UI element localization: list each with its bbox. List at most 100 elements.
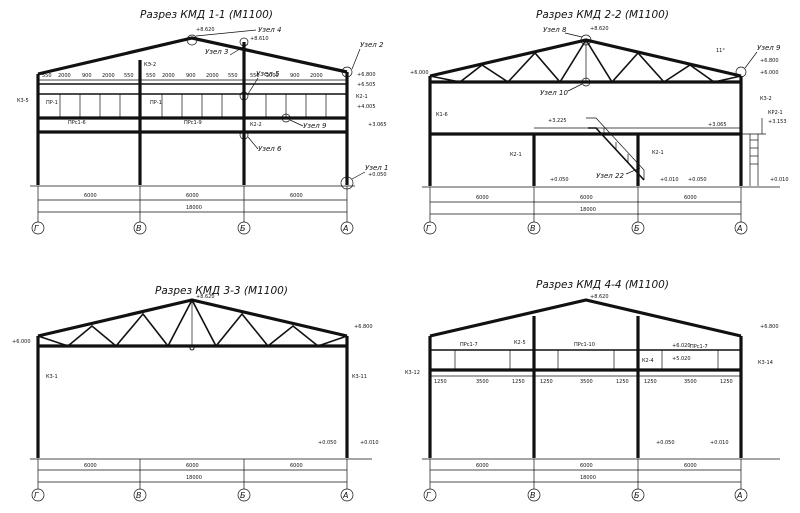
elevation-mark: +6.800	[354, 324, 373, 330]
member-mark: К2-1	[356, 94, 368, 100]
splice-mark	[189, 345, 195, 351]
truss-top-chord	[429, 38, 742, 78]
svg-text:В: В	[136, 491, 142, 500]
svg-text:Б: Б	[634, 491, 640, 500]
node-circle-3	[239, 37, 249, 47]
svg-text:3500: 3500	[580, 379, 593, 385]
member-mark: КР2-1	[768, 110, 783, 116]
svg-text:Г: Г	[426, 224, 431, 233]
axis-bubbles: Г В Б А	[423, 488, 748, 502]
top-dims: 550 2000 900 2000 550 550 2000 900 2000 …	[42, 73, 323, 79]
section-4-4: Разрез КМД 4-4 (М1100) +8.620 +6.800 +6.…	[405, 279, 780, 502]
axis-leaders	[37, 186, 348, 222]
elevation-mark: +8.610	[250, 36, 269, 42]
section-4-4-title: Разрез КМД 4-4 (М1100)	[536, 279, 669, 291]
svg-text:900: 900	[186, 73, 196, 79]
node-circle-10	[581, 77, 591, 87]
elevation-mark: +0.050	[368, 172, 387, 178]
span-dim: 6000	[84, 193, 97, 199]
member-mark: К3-5	[17, 98, 29, 104]
svg-text:1250: 1250	[644, 379, 657, 385]
node-label: Узел 9	[303, 122, 327, 130]
span-dim: 6000	[580, 463, 593, 469]
member-mark: К3-14	[758, 360, 773, 366]
member-mark: ПР-1	[150, 100, 162, 106]
roof-rafter	[429, 298, 742, 338]
elevation-mark: +0.010	[660, 177, 679, 183]
axis-bubbles: Г В Б А	[31, 488, 354, 502]
member-mark: ПРс1-7	[460, 342, 478, 348]
svg-text:А: А	[736, 224, 742, 233]
elevation-mark: +3.065	[708, 122, 727, 128]
svg-text:2000: 2000	[206, 73, 219, 79]
elevation-mark: +8.620	[196, 27, 215, 33]
window-posts	[59, 94, 327, 118]
svg-text:550: 550	[124, 73, 134, 79]
svg-text:550: 550	[42, 73, 52, 79]
axis-leaders	[429, 459, 742, 489]
span-dim: 6000	[580, 195, 593, 201]
member-mark: К1-6	[436, 112, 448, 118]
member-mark: ПРс1-7	[690, 344, 708, 350]
axis-bubbles: Г В Б А	[31, 221, 354, 235]
section-3-3: Разрез КМД 3-3 (М1100) +8.620 +6.000 +6.…	[12, 285, 379, 502]
elevation-mark: +0.050	[688, 177, 707, 183]
node-circle-6	[239, 130, 249, 140]
svg-text:550: 550	[146, 73, 156, 79]
member-mark: К2-1	[652, 150, 664, 156]
svg-text:Б: Б	[240, 224, 246, 233]
node-label: Узел 8	[543, 26, 567, 34]
member-mark: ПРс1-9	[184, 120, 202, 126]
svg-text:1250: 1250	[720, 379, 733, 385]
elevation-mark: +6.800	[357, 72, 376, 78]
span-dim: 6000	[290, 193, 303, 199]
svg-text:3500: 3500	[684, 379, 697, 385]
svg-text:1250: 1250	[540, 379, 553, 385]
elevation-mark: +5.020	[672, 356, 691, 362]
span-dim: 6000	[186, 463, 199, 469]
node-label: Узел 9	[757, 44, 781, 52]
roof-angle: 11°	[716, 48, 725, 54]
axis-bubbles: Г В Б А	[423, 221, 748, 235]
stair-posts	[603, 128, 629, 162]
elevation-mark: +4.005	[357, 104, 376, 110]
svg-text:Б: Б	[240, 491, 246, 500]
node-circle-2	[341, 66, 353, 78]
truss-web	[429, 38, 742, 84]
svg-text:1250: 1250	[616, 379, 629, 385]
svg-text:1250: 1250	[434, 379, 447, 385]
node-label: Узел 5	[256, 70, 280, 78]
stair-handrail	[586, 117, 645, 180]
svg-text:2000: 2000	[102, 73, 115, 79]
member-mark: К2-1	[510, 152, 522, 158]
elevation-mark: +6.800	[760, 58, 779, 64]
section-2-2: Разрез КМД 2-2 (М1100) Узел 8	[410, 9, 789, 235]
node-label: Узел 6	[258, 145, 282, 153]
node-label: Узел 3	[205, 48, 228, 56]
member-mark: К3-12	[405, 370, 420, 376]
svg-text:А: А	[342, 224, 348, 233]
elevation-mark: +0.010	[360, 440, 379, 446]
svg-text:900: 900	[290, 73, 300, 79]
svg-text:900: 900	[82, 73, 92, 79]
member-mark: К2-4	[642, 358, 654, 364]
span-dim: 6000	[290, 463, 303, 469]
member-mark: КЭ-2	[144, 62, 156, 68]
svg-text:Г: Г	[34, 224, 39, 233]
node-label: Узел 4	[258, 26, 281, 34]
side-ladder	[741, 118, 766, 186]
elevation-mark: +6.505	[357, 82, 376, 88]
member-mark: К3-2	[760, 96, 772, 102]
node-leaders	[564, 32, 758, 175]
span-dim: 6000	[476, 463, 489, 469]
node-label: Узел 1	[365, 164, 388, 172]
opening-dims: 1250 3500 1250 1250 3500 1250 1250 3500 …	[434, 379, 733, 385]
node-label: Узел 10	[540, 89, 568, 97]
svg-text:2000: 2000	[162, 73, 175, 79]
svg-text:В: В	[136, 224, 142, 233]
total-dim: 18000	[186, 205, 202, 211]
node-circle-8	[580, 34, 592, 46]
elevation-mark: +3.225	[548, 118, 567, 124]
elevation-mark: +6.000	[12, 339, 31, 345]
svg-text:550: 550	[228, 73, 238, 79]
